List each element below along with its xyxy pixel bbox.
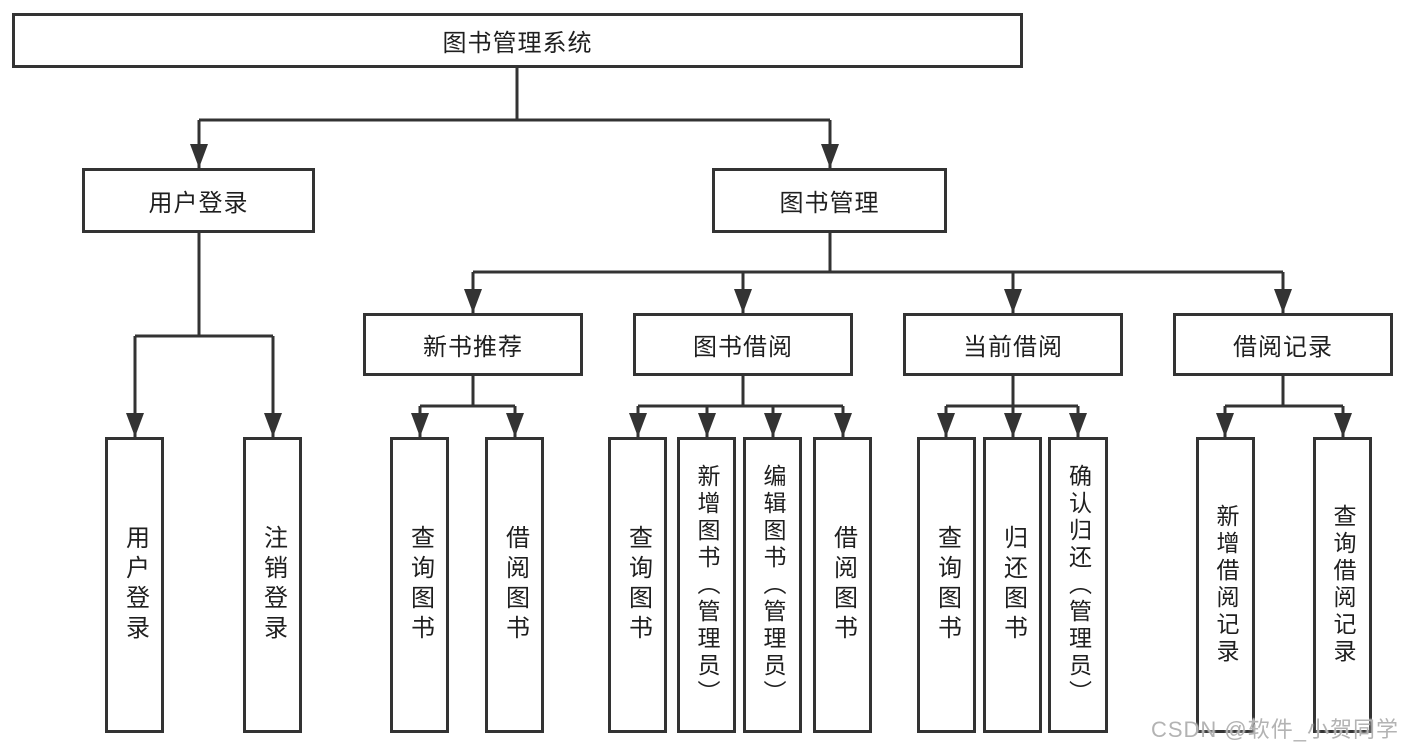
leaf-add-books-admin: 新增图书（管理员） xyxy=(677,437,736,733)
edges-borrow-records xyxy=(1216,376,1352,437)
leaf-borrow-books: 借阅图书 xyxy=(813,437,872,733)
node-new-book-recommend: 新书推荐 xyxy=(363,313,583,376)
leaf-confirm-return-admin: 确认归还（管理员） xyxy=(1048,437,1108,733)
csdn-watermark: CSDN @软件_小贺同学 xyxy=(1150,717,1399,742)
edges-book-management xyxy=(464,233,1292,313)
edges-new-book-recommend xyxy=(411,376,524,437)
edges-book-borrow xyxy=(629,376,852,437)
leaf-query-books-borrow: 查询图书 xyxy=(608,437,667,733)
leaf-borrow-books-recommend: 借阅图书 xyxy=(485,437,544,733)
node-borrow-records: 借阅记录 xyxy=(1173,313,1393,376)
node-book-borrow: 图书借阅 xyxy=(633,313,853,376)
leaf-query-borrow-record: 查询借阅记录 xyxy=(1313,437,1372,733)
leaf-user-login: 用户登录 xyxy=(105,437,164,733)
leaf-query-books-current: 查询图书 xyxy=(917,437,976,733)
node-book-management: 图书管理 xyxy=(712,168,947,233)
node-user-login: 用户登录 xyxy=(82,168,315,233)
edges-root xyxy=(190,68,839,168)
edges-current-borrow xyxy=(937,376,1087,437)
leaf-add-borrow-record: 新增借阅记录 xyxy=(1196,437,1255,733)
edges-user-login xyxy=(126,233,282,437)
node-library-system: 图书管理系统 xyxy=(12,13,1023,68)
leaf-return-books: 归还图书 xyxy=(983,437,1042,733)
node-current-borrow: 当前借阅 xyxy=(903,313,1123,376)
leaf-query-books-recommend: 查询图书 xyxy=(390,437,449,733)
leaf-edit-books-admin: 编辑图书（管理员） xyxy=(743,437,802,733)
leaf-logout: 注销登录 xyxy=(243,437,302,733)
